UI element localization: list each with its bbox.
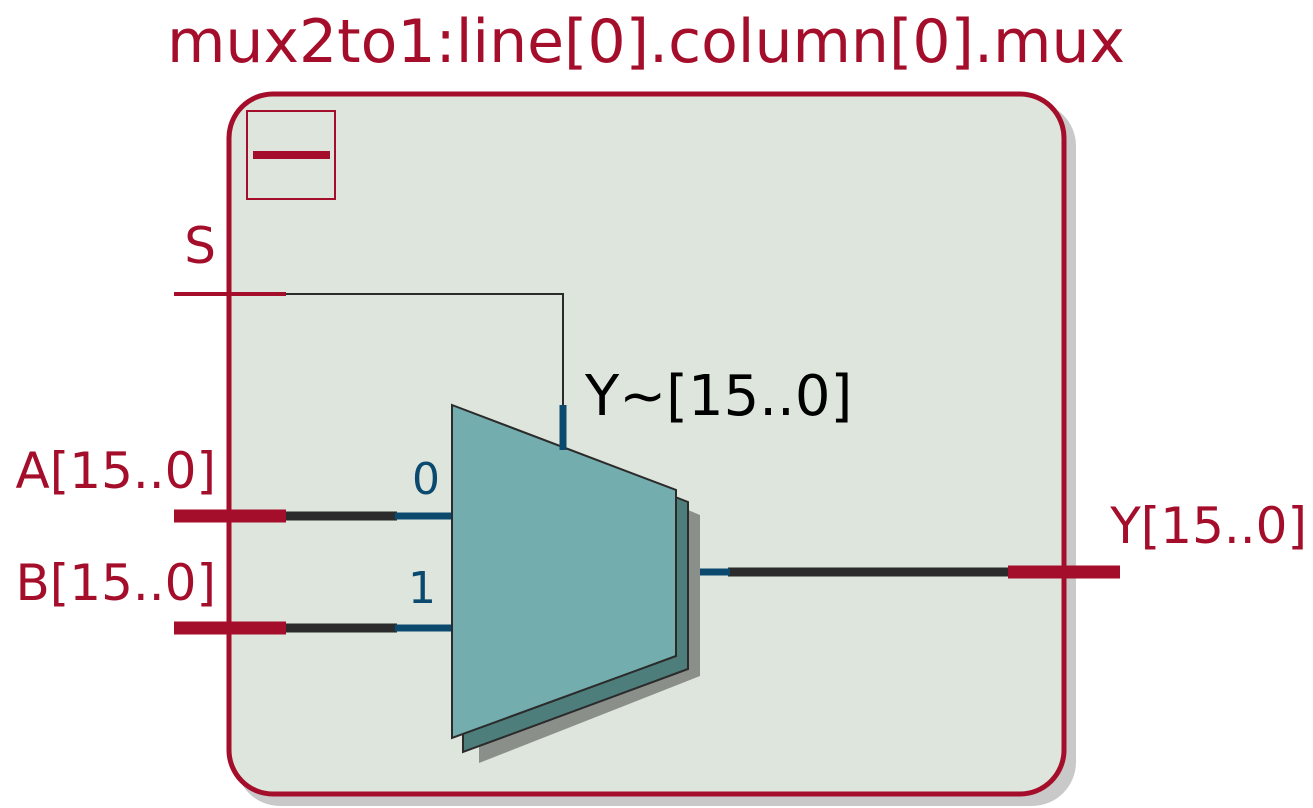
select-wire bbox=[284, 293, 564, 405]
block-title: mux2to1:line[0].column[0].mux bbox=[167, 7, 1125, 77]
module-block[interactable] bbox=[226, 91, 1067, 797]
mux-instance-label: Y~[15..0] bbox=[584, 364, 852, 429]
mux-input-1-label: 1 bbox=[408, 563, 436, 614]
collapse-button[interactable] bbox=[246, 110, 336, 200]
port-a-label: A[15..0] bbox=[16, 442, 216, 500]
port-b-label: B[15..0] bbox=[15, 554, 216, 612]
port-y-label: Y[15..0] bbox=[1109, 497, 1307, 555]
minus-icon bbox=[253, 151, 330, 159]
mux-body[interactable] bbox=[451, 403, 677, 740]
port-s-label: S bbox=[184, 217, 216, 275]
mux-input-0-label: 0 bbox=[412, 454, 440, 505]
